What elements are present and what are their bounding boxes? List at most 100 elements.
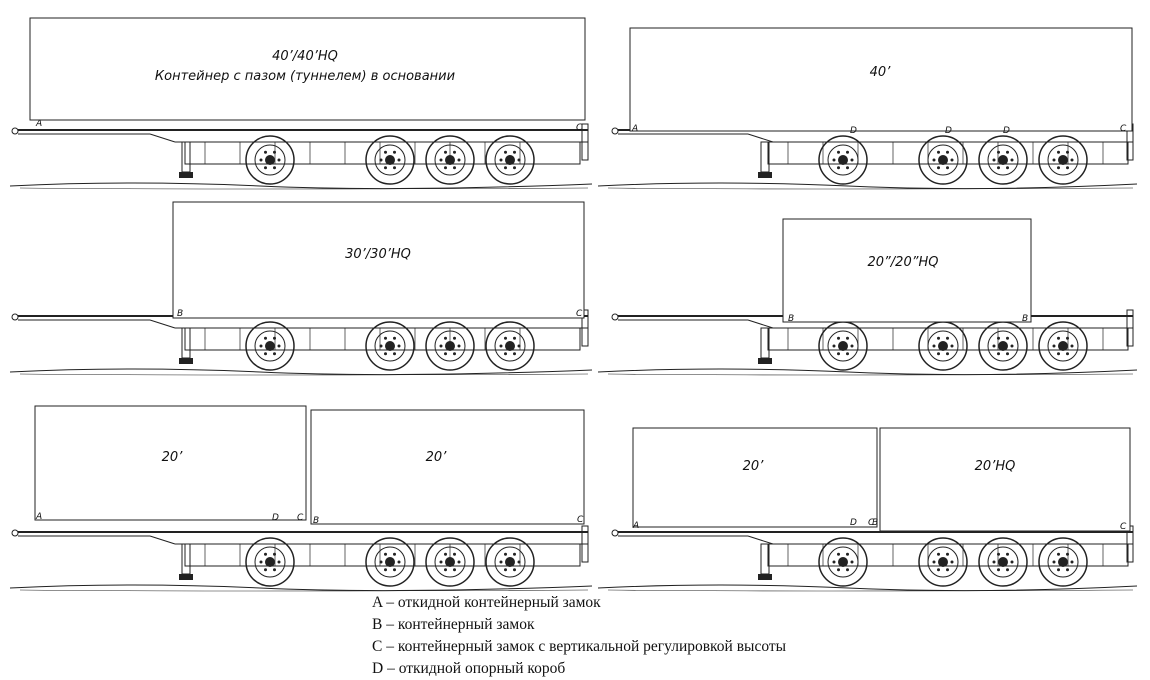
wheel-hub (505, 341, 515, 351)
wheel-bolt (444, 552, 447, 556)
wheel-bolt (504, 166, 507, 170)
wheel-bolt (499, 344, 503, 348)
hitch-eye (11, 529, 19, 537)
lock-point-label: D (272, 513, 279, 523)
wheel-hub (265, 557, 275, 567)
wheel-bolt (1010, 344, 1014, 348)
wheel-bolt (457, 560, 461, 564)
wheel-bolt (1070, 344, 1074, 348)
wheel-rim (927, 330, 959, 362)
wheel-rim (827, 330, 859, 362)
wheel-bolt (397, 344, 401, 348)
wheel-hub (838, 155, 848, 165)
wheel-bolt (997, 352, 1000, 356)
wheel-bolt (499, 560, 503, 564)
wheel-bolt (264, 352, 267, 356)
wheel (485, 135, 535, 185)
ground-line (9, 584, 593, 592)
wheel-bolt (1066, 166, 1069, 170)
wheel-bolt (393, 166, 396, 170)
rear-post (581, 123, 589, 161)
wheel-bolt (950, 158, 954, 162)
wheel-bolt (439, 158, 443, 162)
wheel-bolt (946, 336, 949, 340)
ground-line (597, 584, 1138, 592)
wheel-bolt (1052, 158, 1056, 162)
wheel-bolt (393, 352, 396, 356)
wheel (978, 537, 1028, 587)
lock-point-label: C (576, 309, 583, 319)
wheel-bolt (846, 352, 849, 356)
wheel-bolt (277, 560, 281, 564)
wheel-bolt (273, 352, 276, 356)
wheel-rim (1047, 144, 1079, 176)
wheel-bolt (444, 568, 447, 572)
container-box (629, 27, 1133, 132)
lock-point-label: D (850, 126, 857, 136)
drawbar-slope (149, 319, 176, 329)
wheel-bolt (273, 150, 276, 154)
wheel-bolt (997, 166, 1000, 170)
wheel-bolt (393, 336, 396, 340)
wheel-bolt (384, 150, 387, 154)
wheel-bolt (837, 336, 840, 340)
wheel-bolt (457, 158, 461, 162)
wheel (1038, 537, 1088, 587)
legend: A – откидной контейнерный замок B – конт… (372, 592, 1072, 680)
container-size-label: 20’ (162, 450, 184, 465)
container-box (879, 427, 1131, 532)
wheel-bolt (273, 568, 276, 572)
wheel-hub (445, 341, 455, 351)
frame-box (767, 327, 1129, 351)
wheel (918, 537, 968, 587)
wheel-rim (494, 546, 526, 578)
lock-point-label: A (631, 124, 638, 134)
wheel (918, 135, 968, 185)
wheel-bolt (850, 560, 854, 564)
wheel-bolt (264, 336, 267, 340)
wheel (425, 537, 475, 587)
lock-point-label: D (945, 126, 952, 136)
support-foot (758, 574, 772, 580)
ground-line (597, 182, 1138, 190)
container-size-label: 40’/40’HQ (272, 49, 338, 64)
wheel-bolt (1057, 568, 1060, 572)
wheel-bolt (1057, 336, 1060, 340)
wheel-rim (927, 144, 959, 176)
wheel-bolt (1070, 158, 1074, 162)
wheel-bolt (444, 150, 447, 154)
wheel-bolt (397, 560, 401, 564)
hitch-eye (611, 313, 619, 321)
wheel-bolt (997, 552, 1000, 556)
wheel-bolt (837, 166, 840, 170)
lock-point-label: C (868, 518, 875, 528)
wheel-hub (445, 557, 455, 567)
ground-line (597, 368, 1138, 376)
drawbar-slope (747, 319, 774, 329)
wheel-bolt (932, 158, 936, 162)
wheel-bolt (997, 336, 1000, 340)
ground-line-2 (19, 589, 589, 592)
container-size-label: 20’ (426, 450, 448, 465)
wheel-bolt (379, 158, 383, 162)
wheel-bolt (1066, 552, 1069, 556)
lock-point-label: D (850, 518, 857, 528)
wheel-rim (374, 546, 406, 578)
wheel-bolt (950, 560, 954, 564)
wheel-rim (1047, 330, 1079, 362)
wheel-bolt (1057, 166, 1060, 170)
wheel-bolt (504, 352, 507, 356)
wheel-bolt (1006, 352, 1009, 356)
wheel-hub (1058, 557, 1068, 567)
frame-box (184, 141, 581, 165)
frame-box (767, 543, 1129, 567)
ground-line-2 (19, 187, 589, 190)
wheel-bolt (832, 344, 836, 348)
wheel-rim (434, 546, 466, 578)
wheel-bolt (264, 568, 267, 572)
frame-box (767, 141, 1129, 165)
